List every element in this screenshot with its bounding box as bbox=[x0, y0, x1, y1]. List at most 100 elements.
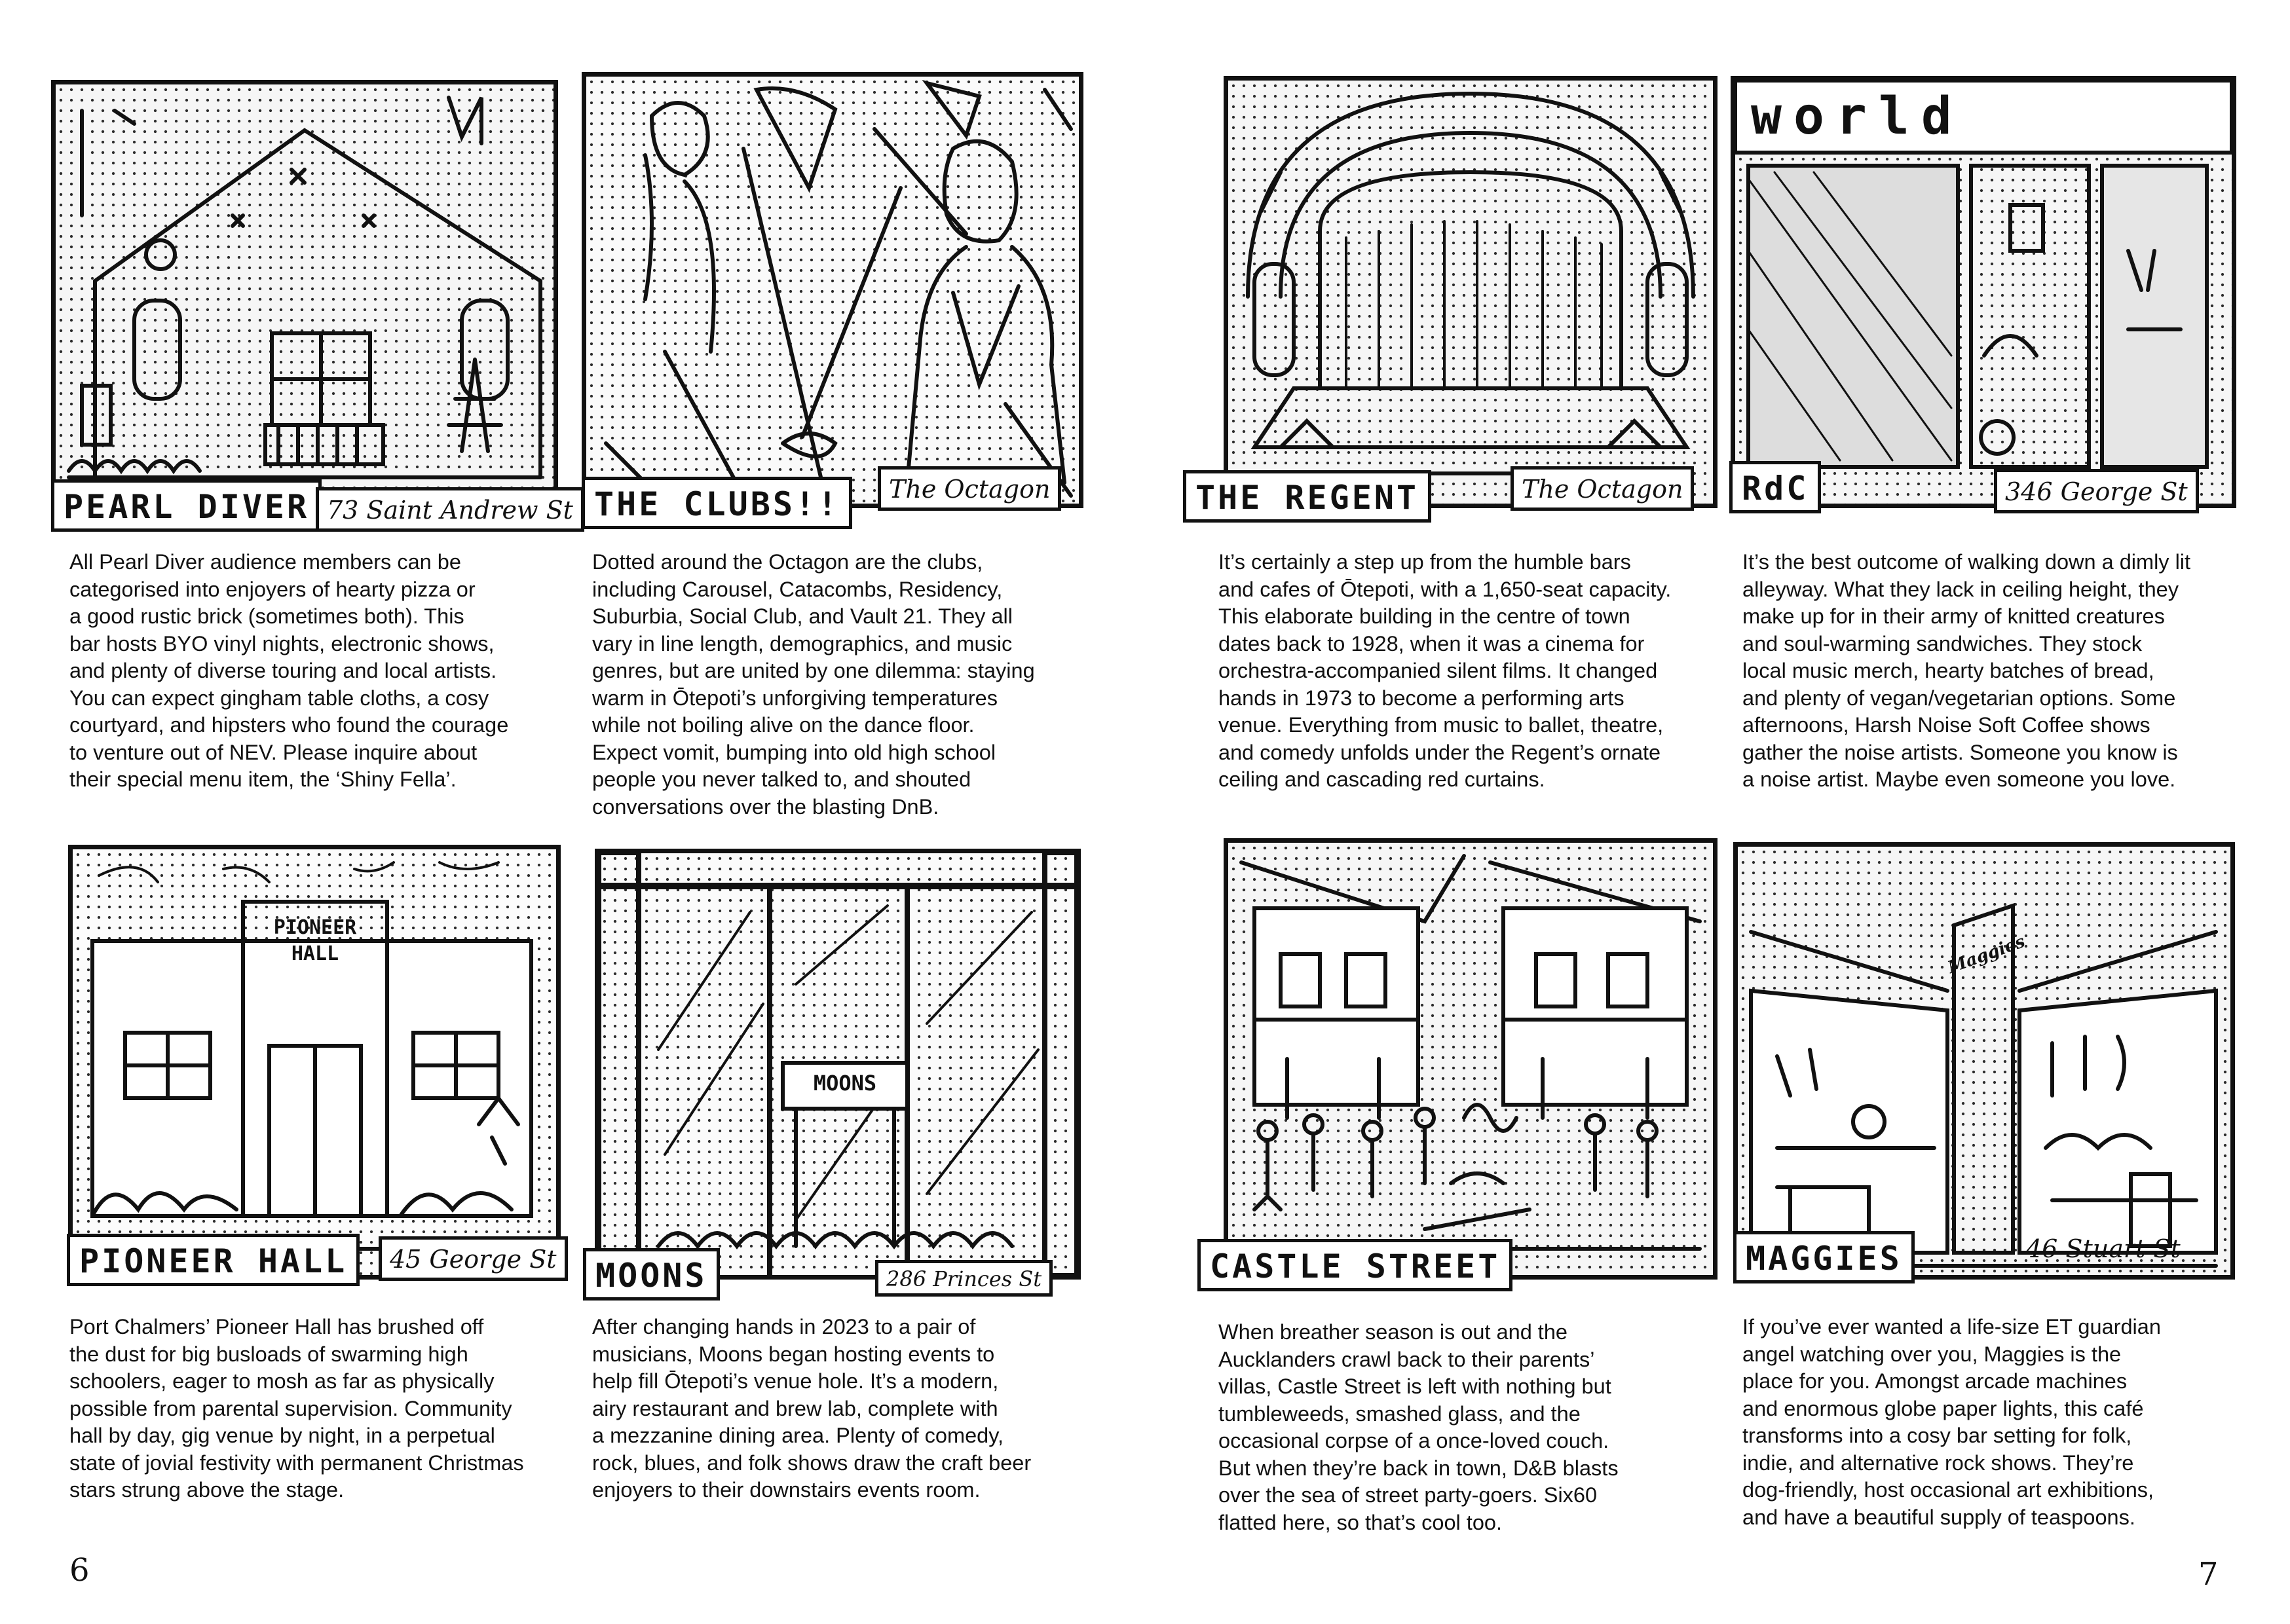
description-line: Aucklanders crawl back to their parents’ bbox=[1218, 1347, 1595, 1371]
description-line: while not boiling alive on the dance flo… bbox=[592, 713, 975, 737]
description-line: All Pearl Diver audience members can be bbox=[69, 550, 461, 574]
description-line: possible from parental supervision. Comm… bbox=[69, 1396, 512, 1420]
venue-title: PIONEER HALL bbox=[67, 1234, 360, 1286]
description-line: indie, and alternative rock shows. They’… bbox=[1742, 1450, 2134, 1475]
description-line: ceiling and cascading red curtains. bbox=[1218, 767, 1545, 791]
rdc-illustration: world bbox=[1731, 76, 2236, 508]
description-line: conversations over the blasting DnB. bbox=[592, 794, 939, 819]
description-line: bar hosts BYO vinyl nights, electronic s… bbox=[69, 631, 495, 655]
description-line: Suburbia, Social Club, and Vault 21. The… bbox=[592, 604, 1013, 628]
description-line: But when they’re back in town, D&B blast… bbox=[1218, 1456, 1619, 1480]
moons-illustration: MOONS bbox=[595, 849, 1081, 1280]
description-line: It’s the best outcome of walking down a … bbox=[1742, 550, 2191, 574]
venue-description: If you’ve ever wanted a life-size ET gua… bbox=[1742, 1314, 2253, 1531]
page-number-right: 7 bbox=[2198, 1556, 2219, 1593]
description-line: gather the noise artists. Someone you kn… bbox=[1742, 740, 2178, 764]
description-line: and have a beautiful supply of teaspoons… bbox=[1742, 1505, 2135, 1529]
description-line: to venture out of NEV. Please inquire ab… bbox=[69, 740, 478, 764]
description-line: including Carousel, Catacombs, Residency… bbox=[592, 577, 1003, 601]
description-line: and soul-warming sandwiches. They stock bbox=[1742, 631, 2142, 655]
description-line: a mezzanine dining area. Plenty of comed… bbox=[592, 1424, 1004, 1447]
description-line: enjoyers to their downstairs events room… bbox=[592, 1478, 981, 1502]
description-line: tumbleweeds, smashed glass, and the bbox=[1218, 1401, 1581, 1426]
description-line: hall by day, gig venue by night, in a pe… bbox=[69, 1424, 495, 1447]
description-line: place for you. Amongst arcade machines bbox=[1742, 1369, 2128, 1393]
venue-title: RdC bbox=[1729, 461, 1822, 513]
description-line: After changing hands in 2023 to a pair o… bbox=[592, 1315, 976, 1338]
description-line: When breather season is out and the bbox=[1218, 1320, 1567, 1344]
venue-title: MAGGIES bbox=[1733, 1231, 1915, 1283]
venue-address: 73 Saint Andrew St bbox=[316, 487, 584, 532]
venue-description: When breather season is out and the Auck… bbox=[1218, 1319, 1729, 1536]
venue-description: Port Chalmers’ Pioneer Hall has brushed … bbox=[69, 1314, 580, 1504]
pioneer-hall-facade-sign: PIONEER HALL bbox=[273, 916, 357, 965]
description-line: state of jovial festivity with permanent… bbox=[69, 1450, 524, 1475]
venue-description: It’s the best outcome of walking down a … bbox=[1742, 549, 2253, 794]
description-line: a noise artist. Maybe even someone you l… bbox=[1742, 767, 2176, 791]
description-line: dates back to 1928, when it was a cinema… bbox=[1218, 631, 1645, 655]
description-line: stars strung above the stage. bbox=[69, 1478, 345, 1502]
description-line: warm in Ōtepoti’s unforgiving temperatur… bbox=[592, 686, 998, 710]
description-line: and cafes of Ōtepoti, with a 1,650-seat … bbox=[1218, 577, 1672, 601]
description-line: musicians, Moons began hosting events to bbox=[592, 1342, 995, 1366]
venue-address: 346 George St bbox=[1994, 469, 2199, 513]
description-line: people you never talked to, and shouted bbox=[592, 767, 971, 791]
maggies-illustration: Maggies bbox=[1733, 842, 2235, 1280]
description-line: vary in line length, demographics, and m… bbox=[592, 631, 1013, 655]
description-line: their special menu item, the ‘Shiny Fell… bbox=[69, 767, 457, 791]
pioneer-hall-illustration: PIONEER HALL bbox=[68, 845, 561, 1280]
venue-description: All Pearl Diver audience members can be … bbox=[69, 549, 580, 794]
moons-sign: MOONS bbox=[813, 1071, 877, 1096]
description-line: afternoons, Harsh Noise Soft Coffee show… bbox=[1742, 713, 2150, 737]
page-number-left: 6 bbox=[69, 1552, 90, 1589]
venue-title: PEARL DIVER bbox=[51, 479, 322, 532]
description-line: alleyway. What they lack in ceiling heig… bbox=[1742, 577, 2179, 601]
description-line: categorised into enjoyers of hearty pizz… bbox=[69, 577, 476, 601]
venue-title: THE CLUBS!! bbox=[582, 477, 853, 529]
description-line: a good rustic brick (sometimes both). Th… bbox=[69, 604, 464, 628]
description-line: dog-friendly, host occasional art exhibi… bbox=[1742, 1478, 2154, 1502]
rdc-awning-sign: world bbox=[1751, 87, 1964, 146]
description-line: over the sea of street party-goers. Six6… bbox=[1218, 1483, 1598, 1507]
description-line: schoolers, eager to mosh as far as physi… bbox=[69, 1369, 495, 1393]
description-line: orchestra-accompanied silent films. It c… bbox=[1218, 659, 1658, 682]
description-line: local music merch, hearty batches of bre… bbox=[1742, 659, 2154, 682]
description-line: airy restaurant and brew lab, complete w… bbox=[592, 1396, 998, 1420]
description-line: and enormous globe paper lights, this ca… bbox=[1742, 1396, 2144, 1420]
description-line: genres, but are united by one dilemma: s… bbox=[592, 659, 1035, 682]
castle-street-illustration bbox=[1224, 838, 1718, 1280]
description-line: flatted here, so that’s cool too. bbox=[1218, 1510, 1503, 1534]
venue-description: It’s certainly a step up from the humble… bbox=[1218, 549, 1729, 794]
the-clubs-illustration bbox=[582, 72, 1083, 508]
venue-address: 45 George St bbox=[379, 1236, 568, 1281]
description-line: You can expect gingham table cloths, a c… bbox=[69, 686, 489, 710]
venue-address: 286 Princes St bbox=[875, 1260, 1053, 1297]
venue-address: The Octagon bbox=[878, 466, 1062, 511]
pearl-diver-illustration bbox=[51, 80, 558, 508]
description-line: Port Chalmers’ Pioneer Hall has brushed … bbox=[69, 1315, 484, 1338]
venue-address: The Octagon bbox=[1511, 466, 1695, 511]
description-line: angel watching over you, Maggies is the bbox=[1742, 1342, 2122, 1366]
description-line: rock, blues, and folk shows draw the cra… bbox=[592, 1450, 1032, 1475]
venue-description: Dotted around the Octagon are the clubs,… bbox=[592, 549, 1103, 821]
description-line: and comedy unfolds under the Regent’s or… bbox=[1218, 740, 1661, 764]
description-line: courtyard, and hipsters who found the co… bbox=[69, 713, 509, 737]
description-line: and plenty of vegan/vegetarian options. … bbox=[1742, 686, 2176, 710]
description-line: Expect vomit, bumping into old high scho… bbox=[592, 740, 996, 764]
description-line: help fill Ōtepoti’s venue hole. It’s a m… bbox=[592, 1369, 999, 1393]
description-line: transforms into a cosy bar setting for f… bbox=[1742, 1424, 2132, 1447]
venue-title: CASTLE STREET bbox=[1197, 1239, 1513, 1291]
venue-title: THE REGENT bbox=[1183, 470, 1432, 523]
venue-description: After changing hands in 2023 to a pair o… bbox=[592, 1314, 1103, 1504]
description-line: villas, Castle Street is left with nothi… bbox=[1218, 1375, 1611, 1398]
description-line: It’s certainly a step up from the humble… bbox=[1218, 550, 1631, 574]
venue-address: 46 Stuart St bbox=[2026, 1234, 2181, 1263]
description-line: This elaborate building in the centre of… bbox=[1218, 604, 1630, 628]
description-line: If you’ve ever wanted a life-size ET gua… bbox=[1742, 1315, 2161, 1338]
venue-title: MOONS bbox=[583, 1248, 720, 1301]
description-line: the dust for big busloads of swarming hi… bbox=[69, 1342, 468, 1366]
description-line: Dotted around the Octagon are the clubs, bbox=[592, 550, 983, 574]
description-line: and plenty of diverse touring and local … bbox=[69, 659, 497, 682]
description-line: hands in 1973 to become a performing art… bbox=[1218, 686, 1624, 710]
description-line: make up for in their army of knitted cre… bbox=[1742, 604, 2165, 628]
